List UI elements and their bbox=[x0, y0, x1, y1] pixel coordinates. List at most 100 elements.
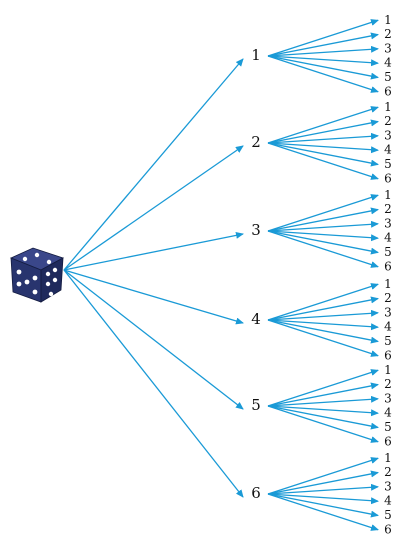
second-roll-arrow bbox=[267, 132, 379, 144]
second-roll-arrow bbox=[267, 142, 379, 154]
second-roll-label: 3 bbox=[384, 305, 392, 319]
second-roll-arrow bbox=[267, 405, 379, 430]
second-roll-arrow bbox=[267, 405, 379, 443]
second-roll-arrow bbox=[267, 142, 379, 180]
second-roll-arrow bbox=[267, 55, 379, 80]
second-roll-label: 3 bbox=[384, 391, 392, 405]
die-pip bbox=[45, 281, 51, 287]
second-roll-label: 2 bbox=[384, 377, 392, 391]
second-roll-arrow bbox=[267, 493, 379, 531]
second-roll-arrow bbox=[267, 369, 379, 407]
second-roll-label: 6 bbox=[384, 348, 392, 362]
second-roll-label: 2 bbox=[384, 27, 392, 41]
second-roll-label: 4 bbox=[384, 56, 392, 70]
second-roll-label: 4 bbox=[384, 143, 392, 157]
second-roll-label: 4 bbox=[384, 494, 392, 508]
second-roll-label: 5 bbox=[384, 334, 392, 348]
die-pip bbox=[52, 277, 58, 283]
second-roll-label: 5 bbox=[384, 245, 392, 259]
second-roll-arrow bbox=[267, 220, 379, 232]
second-roll-label: 1 bbox=[384, 13, 392, 27]
second-roll-arrow bbox=[267, 119, 379, 144]
second-roll-arrow bbox=[267, 230, 379, 268]
die-pip bbox=[45, 271, 51, 277]
die-pip bbox=[48, 291, 54, 297]
first-roll-label: 3 bbox=[251, 221, 261, 239]
second-roll-label: 2 bbox=[384, 202, 392, 216]
second-roll-label: 4 bbox=[384, 231, 392, 245]
first-roll-arrow bbox=[63, 145, 244, 271]
second-roll-arrow bbox=[267, 230, 379, 242]
second-roll-arrow bbox=[267, 309, 379, 321]
second-roll-arrow bbox=[267, 19, 379, 57]
die-icon bbox=[9, 247, 64, 303]
second-roll-label: 5 bbox=[384, 157, 392, 171]
second-roll-arrow bbox=[267, 296, 379, 321]
die-pip bbox=[34, 252, 40, 258]
second-roll-arrow bbox=[267, 319, 379, 357]
die-pip bbox=[52, 267, 58, 273]
second-roll-label: 1 bbox=[384, 363, 392, 377]
second-roll-arrow bbox=[267, 319, 379, 344]
die-pip bbox=[32, 289, 38, 295]
second-roll-label: 1 bbox=[384, 451, 392, 465]
die-pip bbox=[32, 275, 38, 281]
first-roll-arrow bbox=[63, 269, 244, 325]
second-roll-arrow bbox=[267, 395, 379, 407]
second-roll-arrow bbox=[267, 483, 379, 495]
die-pip bbox=[22, 256, 28, 262]
second-roll-arrow bbox=[267, 194, 379, 232]
second-roll-label: 1 bbox=[384, 188, 392, 202]
second-roll-arrow bbox=[267, 55, 379, 67]
second-roll-arrow bbox=[267, 142, 379, 167]
second-roll-arrow bbox=[267, 470, 379, 495]
first-roll-label: 2 bbox=[251, 133, 261, 151]
second-roll-arrow bbox=[267, 55, 379, 93]
second-roll-label: 6 bbox=[384, 259, 392, 273]
first-roll-arrow bbox=[63, 58, 244, 271]
second-roll-arrow bbox=[267, 405, 379, 417]
second-roll-label: 6 bbox=[384, 171, 392, 185]
first-roll-label: 5 bbox=[251, 396, 261, 414]
second-roll-arrow bbox=[267, 493, 379, 518]
first-roll-label: 1 bbox=[251, 46, 261, 64]
second-roll-arrow bbox=[267, 207, 379, 232]
first-roll-arrow bbox=[63, 269, 244, 498]
second-roll-arrow bbox=[267, 493, 379, 505]
second-roll-label: 2 bbox=[384, 291, 392, 305]
die-pip bbox=[16, 269, 22, 275]
second-roll-label: 4 bbox=[384, 320, 392, 334]
second-roll-label: 2 bbox=[384, 465, 392, 479]
second-roll-arrow bbox=[267, 230, 379, 255]
second-roll-label: 1 bbox=[384, 277, 392, 291]
second-roll-label: 5 bbox=[384, 420, 392, 434]
second-roll-label: 5 bbox=[384, 70, 392, 84]
first-roll-label: 4 bbox=[251, 310, 261, 328]
second-roll-label: 6 bbox=[384, 434, 392, 448]
second-roll-label: 5 bbox=[384, 508, 392, 522]
second-roll-label: 1 bbox=[384, 100, 392, 114]
first-roll-label: 6 bbox=[251, 484, 261, 502]
first-roll-arrow bbox=[63, 231, 244, 271]
second-roll-label: 6 bbox=[384, 84, 392, 98]
second-roll-label: 4 bbox=[384, 406, 392, 420]
second-roll-arrow bbox=[267, 32, 379, 57]
second-roll-label: 2 bbox=[384, 114, 392, 128]
second-roll-label: 3 bbox=[384, 128, 392, 142]
die-pip bbox=[24, 279, 30, 285]
die-pip bbox=[46, 259, 52, 265]
second-roll-arrow bbox=[267, 45, 379, 57]
second-roll-arrow bbox=[267, 283, 379, 321]
second-roll-label: 6 bbox=[384, 522, 392, 536]
second-roll-label: 3 bbox=[384, 216, 392, 230]
second-roll-label: 3 bbox=[384, 41, 392, 55]
second-roll-label: 3 bbox=[384, 479, 392, 493]
second-roll-arrow bbox=[267, 457, 379, 495]
second-roll-arrow bbox=[267, 106, 379, 144]
first-roll-arrow bbox=[63, 269, 244, 410]
second-roll-arrow bbox=[267, 319, 379, 331]
second-roll-arrow bbox=[267, 382, 379, 407]
die-pip bbox=[16, 281, 22, 287]
